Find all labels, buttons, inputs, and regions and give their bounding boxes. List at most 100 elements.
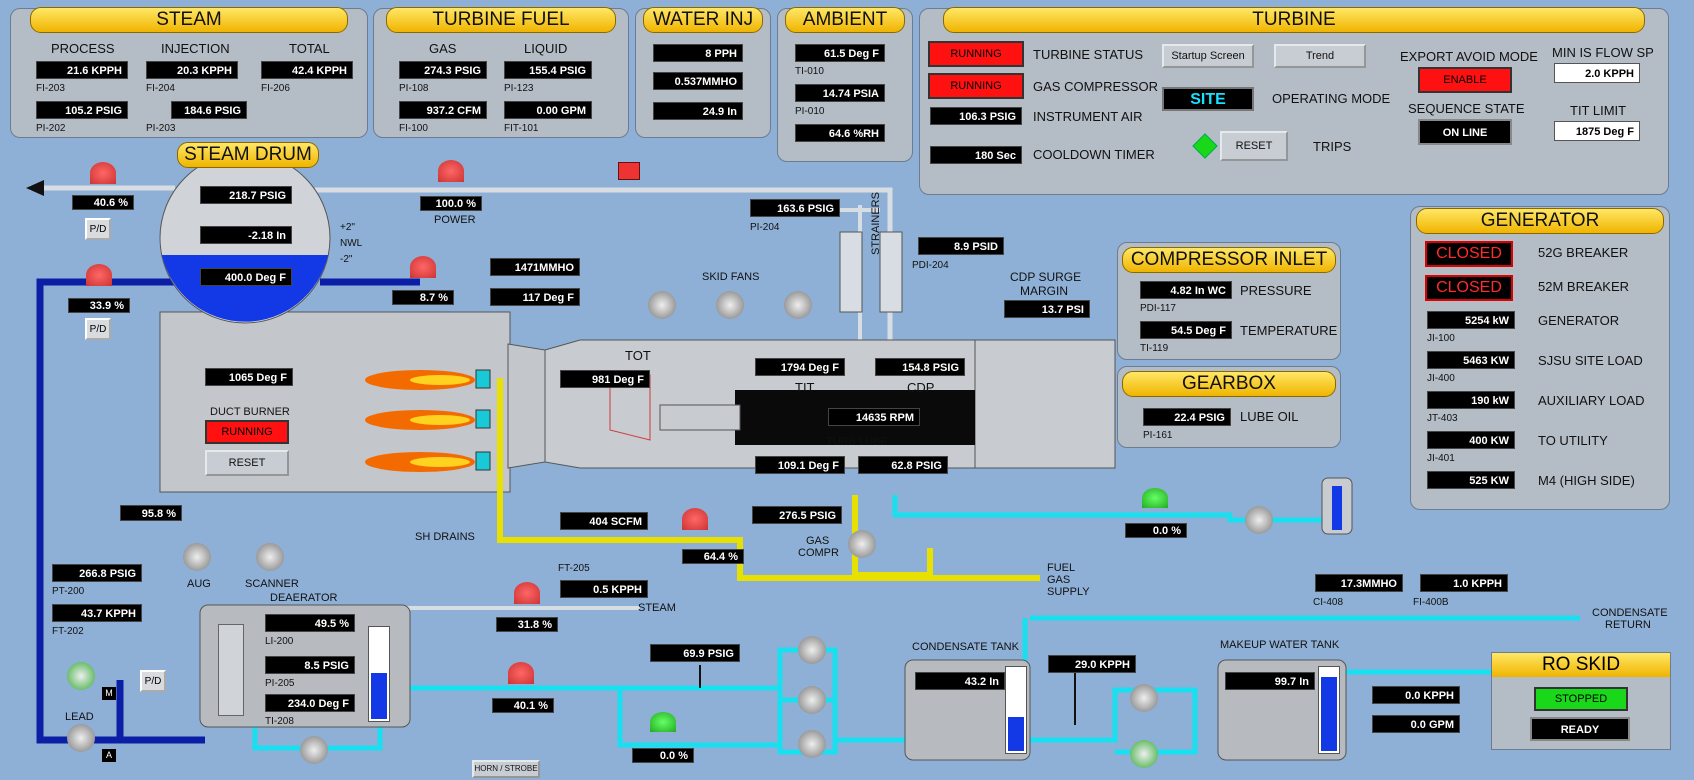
ft205-tag: FT-205 [558, 563, 590, 574]
gas-compressor-label: GAS COMPRESSOR [1033, 79, 1158, 94]
pid-button-2[interactable]: P/D [85, 318, 111, 340]
deaerator-pump-icon[interactable] [300, 736, 328, 764]
makeup-pump-icon[interactable] [1130, 740, 1158, 768]
52g-breaker-label: 52G BREAKER [1538, 245, 1629, 260]
water-inj-level: 24.9 In [653, 102, 743, 120]
steam-to-dea-valve-position: 31.8 % [496, 617, 558, 632]
dea-level-valve-position: 40.1 % [492, 698, 554, 713]
surge-margin-value: 13.7 PSI [1004, 300, 1090, 318]
feed-pump-icon[interactable] [67, 662, 95, 690]
ci408-tag: CI-408 [1313, 597, 1344, 608]
gearbox-title: GEARBOX [1122, 371, 1336, 397]
tot-value: 981 Deg F [560, 370, 650, 388]
fit101-tag: FIT-101 [504, 123, 539, 134]
trend-button[interactable]: Trend [1274, 44, 1366, 68]
condensate-pump-icon[interactable] [798, 686, 826, 714]
turbine-title: TURBINE [943, 7, 1645, 33]
valve-actuator-icon[interactable] [682, 508, 708, 530]
cooldown-timer-label: COOLDOWN TIMER [1033, 147, 1155, 162]
condensate-pump-icon[interactable] [798, 730, 826, 758]
ji400-tag: JI-400 [1427, 373, 1455, 384]
lube-oil-label: LUBE OIL [1240, 409, 1299, 424]
scanner-fan-icon[interactable] [256, 543, 284, 571]
pi123-value: 155.4 PSIG [504, 61, 592, 79]
pressure-label: PRESSURE [1240, 283, 1312, 298]
fi203-tag: FI-203 [36, 83, 65, 94]
valve-actuator-icon[interactable] [86, 264, 112, 286]
valve-actuator-icon[interactable] [1142, 488, 1168, 508]
deaerator-label: DEAERATOR [270, 592, 338, 604]
valve-actuator-icon[interactable] [438, 160, 464, 182]
ro-flow-kpph: 0.0 KPPH [1372, 686, 1460, 704]
level-plus2-mark: +2" [340, 222, 355, 233]
startup-screen-button[interactable]: Startup Screen [1162, 44, 1254, 68]
trip-reset-button[interactable]: RESET [1220, 131, 1288, 161]
water-inj-conductivity: 0.537MMHO [653, 72, 743, 90]
ambient-panel: AMBIENT 61.5 Deg F TI-010 14.74 PSIA PI-… [777, 7, 913, 162]
li200-value: 49.5 % [265, 614, 355, 632]
export-avoid-enable-button[interactable]: ENABLE [1418, 67, 1512, 93]
gas-label: GAS [806, 535, 830, 547]
ro-stopped-status[interactable]: STOPPED [1534, 687, 1628, 711]
turbine-panel: TURBINE RUNNING TURBINE STATUS RUNNING G… [919, 7, 1669, 195]
compressor-inlet-title: COMPRESSOR INLET [1122, 247, 1336, 273]
horn-strobe-button[interactable]: HORN / STROBE [472, 760, 540, 778]
lube-pump-icon[interactable] [1245, 506, 1273, 534]
valve-actuator-icon[interactable] [514, 582, 540, 604]
deaerator-level-fill [371, 673, 387, 719]
tit-label: TIT [795, 380, 815, 395]
deaerator-level-gauge [368, 626, 390, 722]
steam-title: STEAM [30, 7, 348, 33]
pi010-value: 14.74 PSIA [795, 84, 885, 102]
cdp-surge-label: CDP SURGE [1010, 270, 1082, 284]
to-utility-kw: 400 KW [1427, 431, 1515, 449]
valve-actuator-icon[interactable] [650, 712, 676, 732]
cdp-value: 154.8 PSIG [875, 358, 965, 376]
fi400b-tag: FI-400B [1413, 597, 1449, 608]
tit-limit-setpoint[interactable]: 1875 Deg F [1554, 121, 1640, 141]
ro-skid-panel: RO SKID STOPPED READY [1491, 652, 1671, 750]
ft202-tag: FT-202 [52, 626, 84, 637]
skid-fan-icon[interactable] [648, 291, 676, 319]
ti208-value: 234.0 Deg F [265, 694, 355, 712]
valve-actuator-icon[interactable] [410, 256, 436, 278]
ft205-value: 0.5 KPPH [560, 580, 648, 598]
ci408-value: 17.3MMHO [1315, 574, 1403, 592]
makeup-pump-icon[interactable] [1130, 684, 1158, 712]
52m-breaker-label: 52M BREAKER [1538, 279, 1630, 294]
lead-pump-icon[interactable] [67, 724, 95, 752]
aug-valve-position: 95.8 % [120, 505, 182, 521]
m4-kw: 525 KW [1427, 471, 1515, 489]
trips-label: TRIPS [1313, 139, 1352, 154]
generator-panel: GENERATOR CLOSED 52G BREAKER CLOSED 52M … [1410, 206, 1670, 510]
duct-burner-reset-button[interactable]: RESET [205, 450, 289, 476]
ti010-tag: TI-010 [795, 66, 824, 77]
pid-button-3[interactable]: P/D [140, 670, 166, 692]
return-label: RETURN [1605, 619, 1651, 631]
drum-temperature: 400.0 Deg F [200, 268, 292, 286]
gas-header: GAS [429, 41, 457, 56]
skid-fan-icon[interactable] [716, 291, 744, 319]
valve-actuator-icon[interactable] [618, 162, 640, 180]
drum-pressure: 218.7 PSIG [200, 186, 292, 204]
skid-fan-icon[interactable] [784, 291, 812, 319]
pid-button-1[interactable]: P/D [85, 218, 111, 240]
makeup-tank-level: 99.7 In [1225, 672, 1315, 690]
pi202-value: 105.2 PSIG [36, 101, 128, 119]
52m-breaker-status: CLOSED [1425, 275, 1513, 301]
valve-actuator-icon[interactable] [90, 162, 116, 184]
inlet-pressure-value: 4.82 In WC [1140, 281, 1232, 299]
condensate-pump-icon[interactable] [798, 636, 826, 664]
lube-oil-pressure: 22.4 PSIG [1143, 408, 1231, 426]
fuel-valve-position: 64.4 % [682, 549, 744, 564]
fuel-gas-label: GAS [1047, 574, 1071, 586]
valve-actuator-icon[interactable] [508, 662, 534, 684]
ro-skid-title: RO SKID [1492, 653, 1670, 677]
aug-pump-icon[interactable] [183, 543, 211, 571]
min-flow-setpoint[interactable]: 2.0 KPPH [1554, 63, 1640, 83]
steam-panel: STEAM PROCESS INJECTION TOTAL 21.6 KPPH … [10, 7, 368, 138]
cdp-label: CDP [907, 380, 935, 395]
ro-flow-gpm: 0.0 GPM [1372, 715, 1460, 733]
auto-indicator: A [102, 749, 116, 762]
gas-compressor-icon[interactable] [848, 530, 876, 558]
